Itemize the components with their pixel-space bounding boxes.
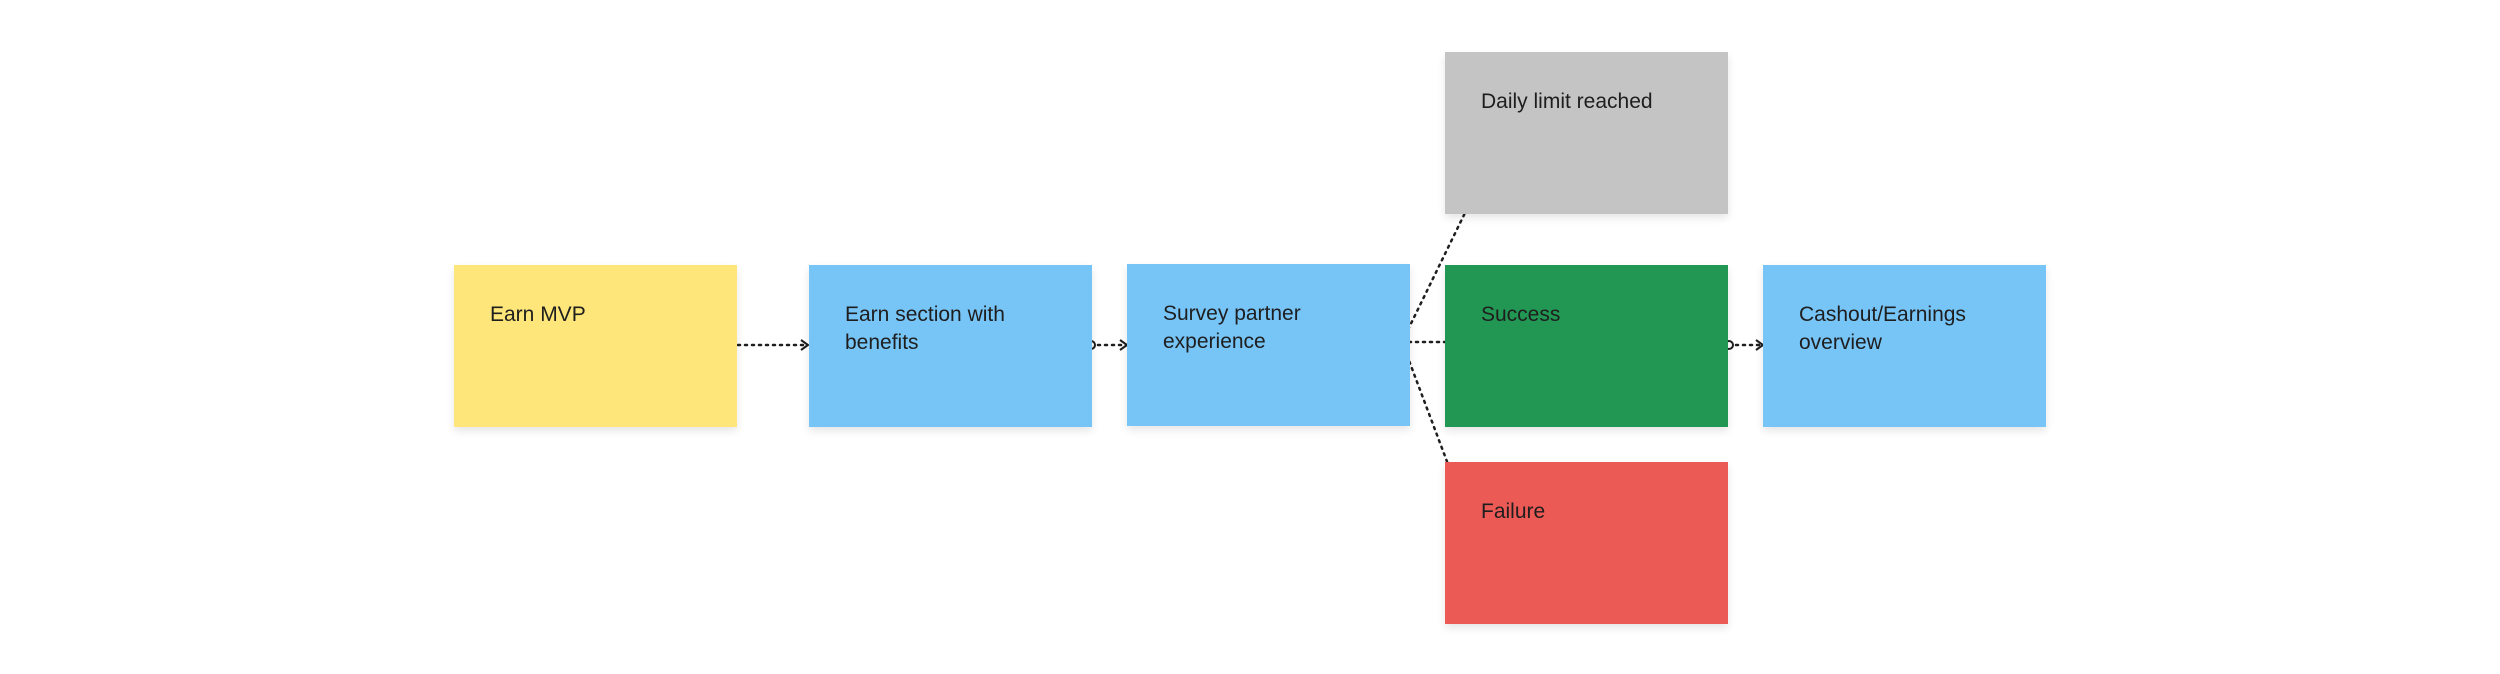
sticky-failure[interactable]: Failure xyxy=(1445,462,1728,624)
sticky-cashout-earnings-overview[interactable]: Cashout/Earnings overview xyxy=(1763,265,2046,427)
sticky-success[interactable]: Success xyxy=(1445,265,1728,427)
sticky-failure-label: Failure xyxy=(1481,500,1546,523)
connector-survey-to-failure[interactable] xyxy=(1400,340,1468,514)
sticky-earn-section-label: Earn section with benefits xyxy=(845,303,1005,354)
sticky-daily-limit-label: Daily limit reached xyxy=(1481,90,1653,113)
sticky-survey-partner-label: Survey partner experience xyxy=(1163,302,1301,353)
sticky-earn-mvp[interactable]: Earn MVP xyxy=(454,265,737,427)
sticky-earn-section-with-benefits[interactable]: Earn section with benefits xyxy=(809,265,1092,427)
sticky-survey-partner-experience[interactable]: Survey partner experience xyxy=(1127,264,1410,426)
sticky-daily-limit-reached[interactable]: Daily limit reached xyxy=(1445,52,1728,214)
sticky-earn-mvp-label: Earn MVP xyxy=(490,303,586,326)
sticky-cashout-label: Cashout/Earnings overview xyxy=(1799,303,1966,354)
sticky-success-label: Success xyxy=(1481,303,1561,326)
